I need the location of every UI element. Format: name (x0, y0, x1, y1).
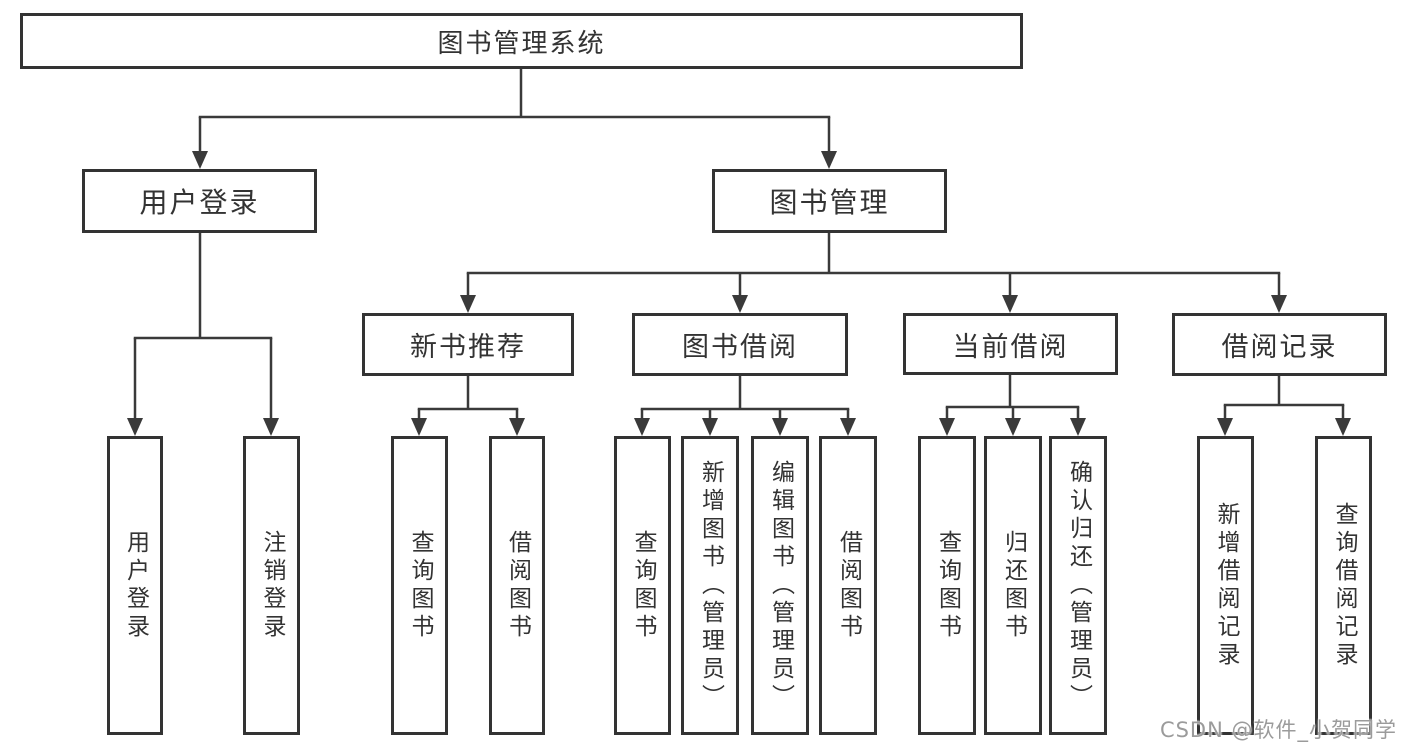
leaf-borrow-book-recommend: 借阅图书 (489, 436, 545, 735)
arrowheads (127, 151, 1351, 436)
leaf-query-book-recommend: 查询图书 (391, 436, 448, 735)
node-borrow-records: 借阅记录 (1172, 313, 1387, 376)
node-new-book-recommend: 新书推荐 (362, 313, 574, 376)
node-user-login: 用户登录 (82, 169, 317, 233)
leaf-logout-login: 注销登录 (243, 436, 300, 735)
node-book-borrow: 图书借阅 (632, 313, 848, 376)
leaf-add-borrow-record: 新增借阅记录 (1197, 436, 1254, 735)
leaf-add-book-admin: 新增图书（管理员） (681, 436, 739, 735)
leaf-query-book-borrow: 查询图书 (614, 436, 671, 735)
leaf-confirm-return-admin: 确认归还（管理员） (1049, 436, 1107, 735)
node-current-borrow: 当前借阅 (903, 313, 1118, 375)
node-book-management: 图书管理 (712, 169, 947, 233)
leaf-return-book: 归还图书 (984, 436, 1042, 735)
leaf-edit-book-admin: 编辑图书（管理员） (751, 436, 809, 735)
watermark: CSDN @软件_小贺同学 (1159, 718, 1397, 742)
leaf-query-borrow-record: 查询借阅记录 (1315, 436, 1372, 735)
node-root: 图书管理系统 (20, 13, 1023, 69)
leaf-user-login: 用户登录 (107, 436, 163, 735)
leaf-query-book-current: 查询图书 (918, 436, 976, 735)
leaf-borrow-book: 借阅图书 (819, 436, 877, 735)
